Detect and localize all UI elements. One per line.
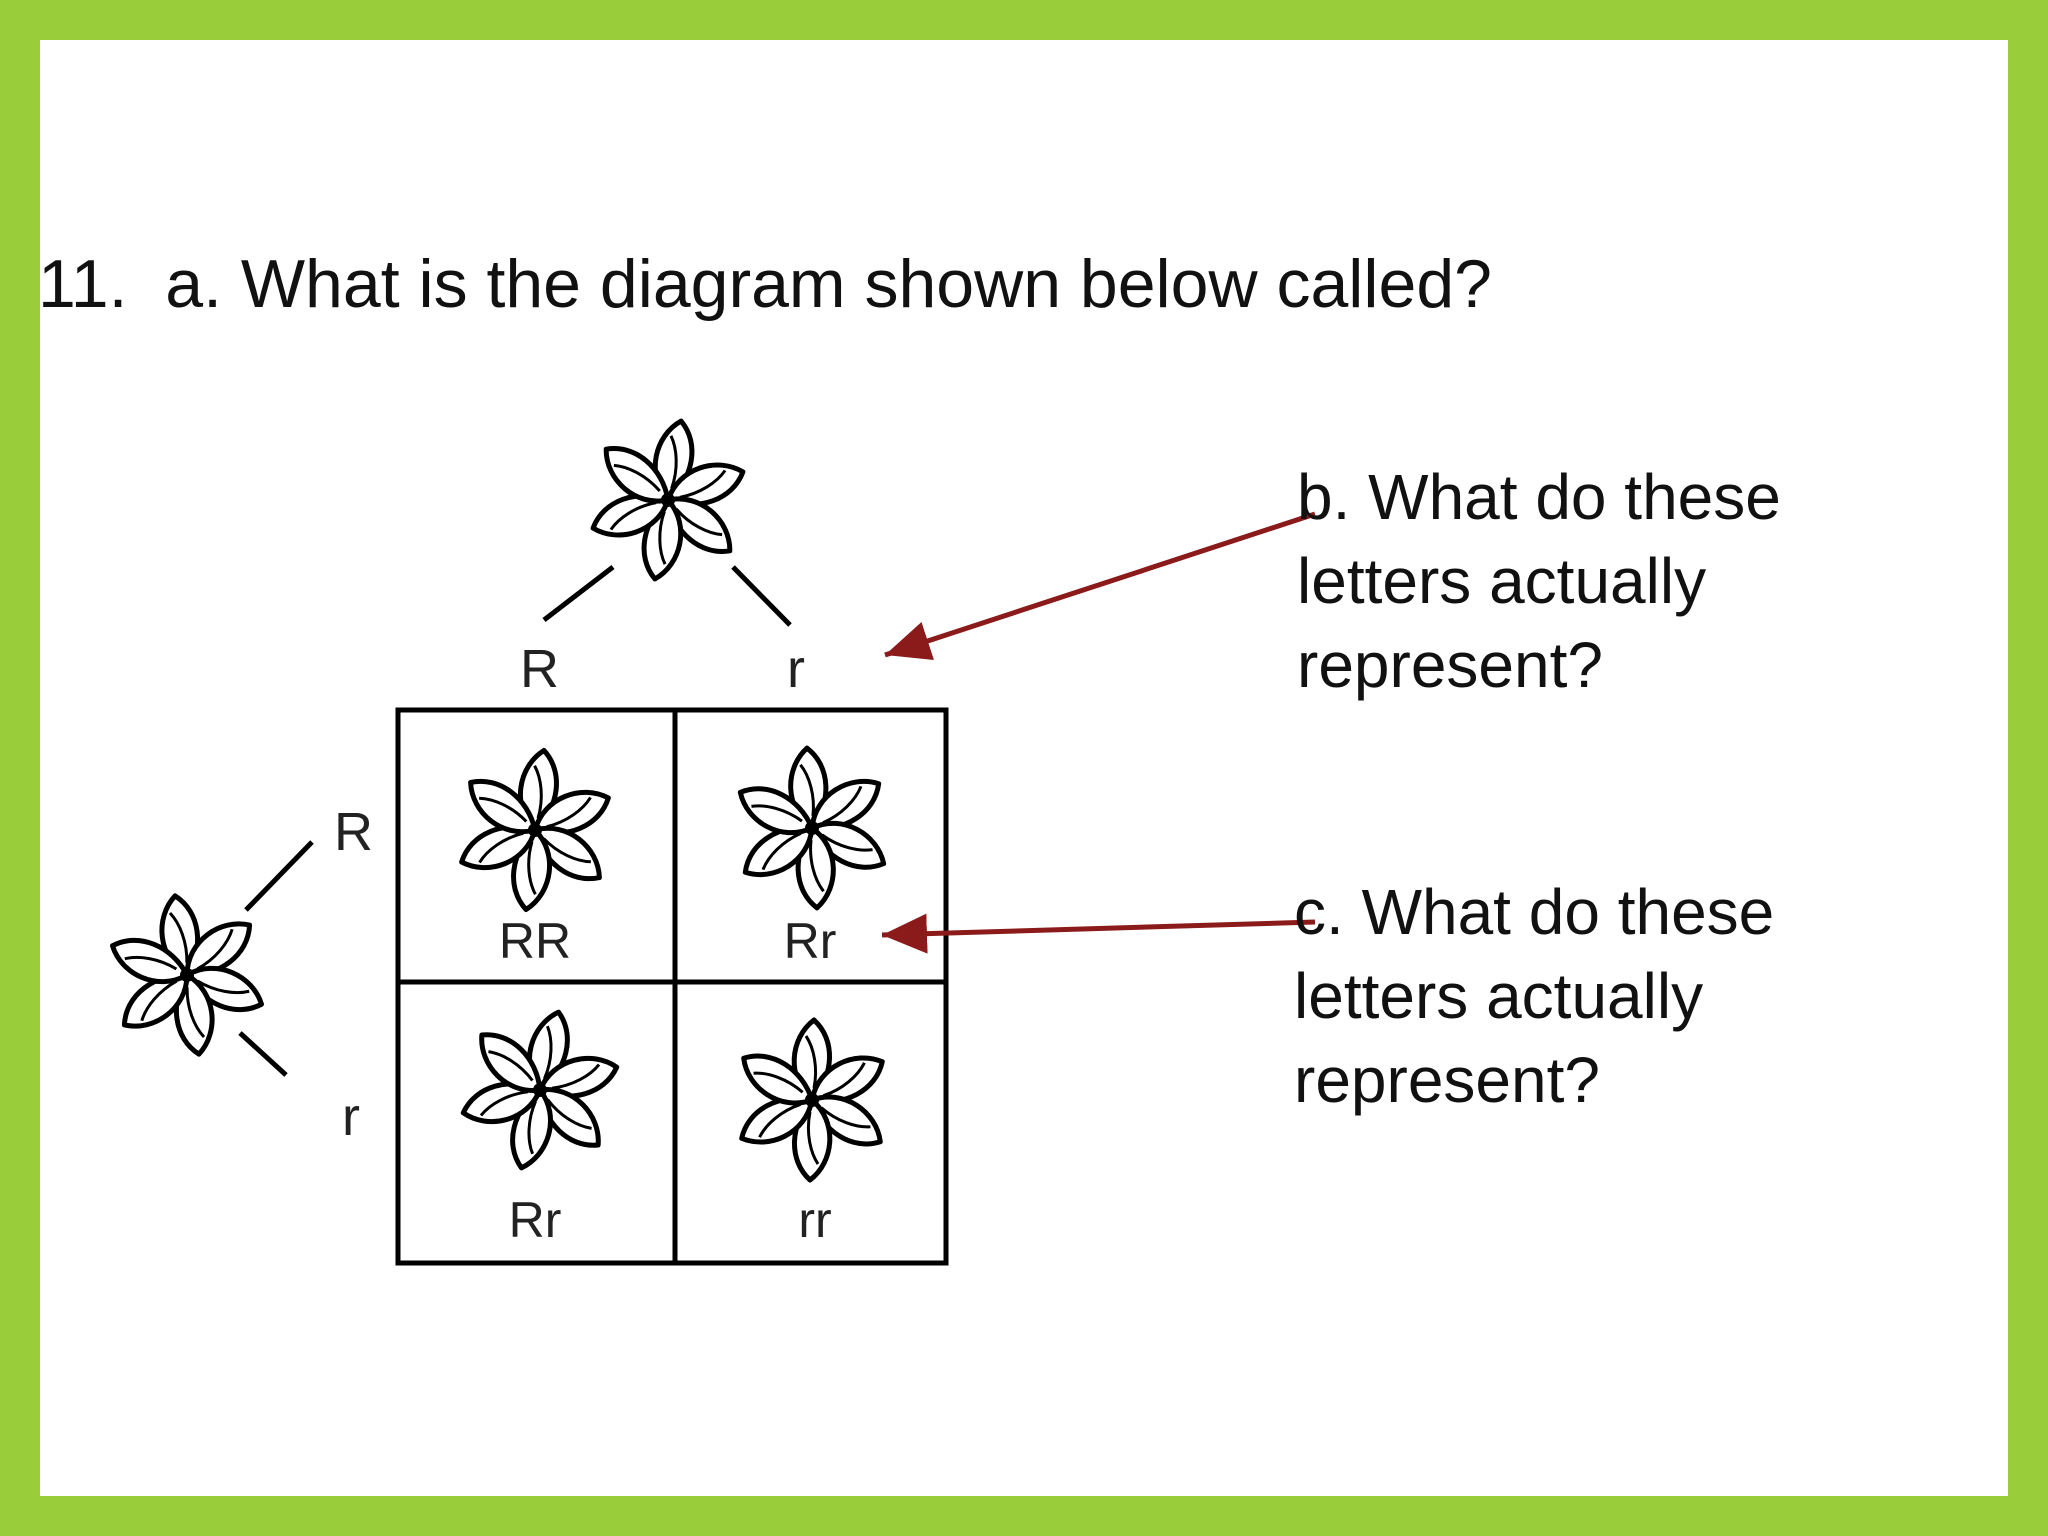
question-a: 11. a. What is the diagram shown below c… bbox=[38, 246, 1492, 322]
branch-line bbox=[238, 1031, 288, 1077]
cell-flower-icon bbox=[727, 741, 897, 914]
arrow-to-genotype bbox=[881, 913, 1316, 954]
cell-genotype: Rr bbox=[509, 1192, 562, 1248]
top-allele-2: r bbox=[787, 639, 805, 699]
branch-line bbox=[244, 840, 314, 912]
top-allele-1: R bbox=[520, 639, 559, 699]
question-b-line: represent? bbox=[1297, 629, 1603, 701]
branch-line bbox=[731, 565, 792, 627]
side-allele-1: R bbox=[334, 802, 373, 862]
question-c: c. What do these letters actually repres… bbox=[1294, 870, 1774, 1122]
cell-genotype: Rr bbox=[784, 913, 837, 969]
cell-flower-icon bbox=[447, 995, 633, 1184]
parent-top-flower-icon bbox=[579, 410, 756, 590]
question-b-line: b. What do these bbox=[1297, 461, 1781, 533]
cell-flower-icon bbox=[734, 1020, 890, 1180]
question-b-line: letters actually bbox=[1297, 545, 1707, 617]
cell-genotype: RR bbox=[499, 913, 571, 969]
question-c-line: represent? bbox=[1294, 1044, 1600, 1116]
cell-genotype: rr bbox=[798, 1192, 831, 1248]
slide-background bbox=[40, 40, 2008, 1496]
cell-flower-icon bbox=[450, 743, 620, 916]
punnett-grid bbox=[395, 707, 949, 1266]
question-c-line: c. What do these bbox=[1294, 876, 1775, 948]
branch-line bbox=[542, 565, 615, 622]
side-allele-2: r bbox=[342, 1087, 360, 1147]
arrow-to-parent-alleles bbox=[884, 511, 1316, 660]
question-b: b. What do these letters actually repres… bbox=[1297, 455, 1781, 707]
question-c-line: letters actually bbox=[1294, 960, 1704, 1032]
